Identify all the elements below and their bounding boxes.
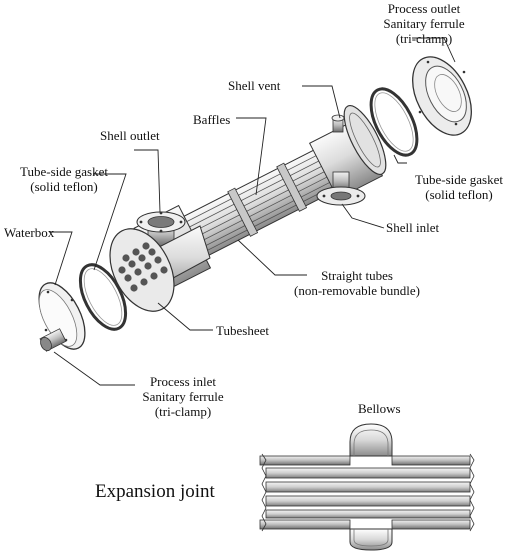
shell-vent-nozzle (331, 114, 345, 133)
label-shell-inlet: Shell inlet (386, 220, 440, 235)
label-process-outlet: Process outlet Sanitary ferrule (tri-cla… (364, 1, 484, 46)
label-shell-outlet: Shell outlet (100, 128, 160, 143)
label-waterbox: Waterbox (4, 225, 55, 240)
tube-gasket-left-line1: Tube-side gasket (20, 164, 108, 179)
tube-gasket-right-line2: (solid teflon) (425, 187, 493, 202)
expansion-joint-drawing (259, 423, 475, 551)
leader-lines (50, 37, 456, 386)
process-inlet-line2: Sanitary ferrule (142, 389, 224, 404)
straight-tubes-line2: (non-removable bundle) (294, 283, 420, 298)
exchanger-body (109, 105, 387, 312)
label-baffles: Baffles (193, 112, 231, 127)
label-tubesheet: Tubesheet (216, 323, 269, 338)
outlet-end-cap (412, 56, 472, 136)
right-gasket (369, 87, 419, 157)
straight-tubes-line1: Straight tubes (321, 268, 393, 283)
label-process-inlet: Process inlet Sanitary ferrule (tri-clam… (128, 374, 238, 419)
label-expansion-joint: Expansion joint (95, 481, 215, 502)
process-outlet-line2: Sanitary ferrule (383, 16, 465, 31)
label-bellows: Bellows (358, 401, 401, 416)
process-inlet-line1: Process inlet (149, 374, 217, 389)
process-outlet-line3: (tri-clamp) (395, 31, 453, 46)
right-tubesheet-flange (343, 105, 387, 175)
shell-outlet-nozzle (136, 211, 186, 247)
label-tube-gasket-left: Tube-side gasket (solid teflon) (5, 164, 123, 194)
label-tube-gasket-right: Tube-side gasket (solid teflon) (407, 172, 511, 202)
tube-gasket-left-line2: (solid teflon) (30, 179, 98, 194)
label-shell-vent: Shell vent (228, 78, 281, 93)
waterbox (38, 282, 86, 352)
label-straight-tubes: Straight tubes (non-removable bundle) (282, 268, 432, 298)
left-gasket (78, 263, 128, 331)
process-inlet-line3: (tri-clamp) (154, 404, 212, 419)
process-outlet-line1: Process outlet (387, 1, 461, 16)
shell-inlet-nozzle (316, 171, 366, 206)
tube-gasket-right-line1: Tube-side gasket (415, 172, 503, 187)
